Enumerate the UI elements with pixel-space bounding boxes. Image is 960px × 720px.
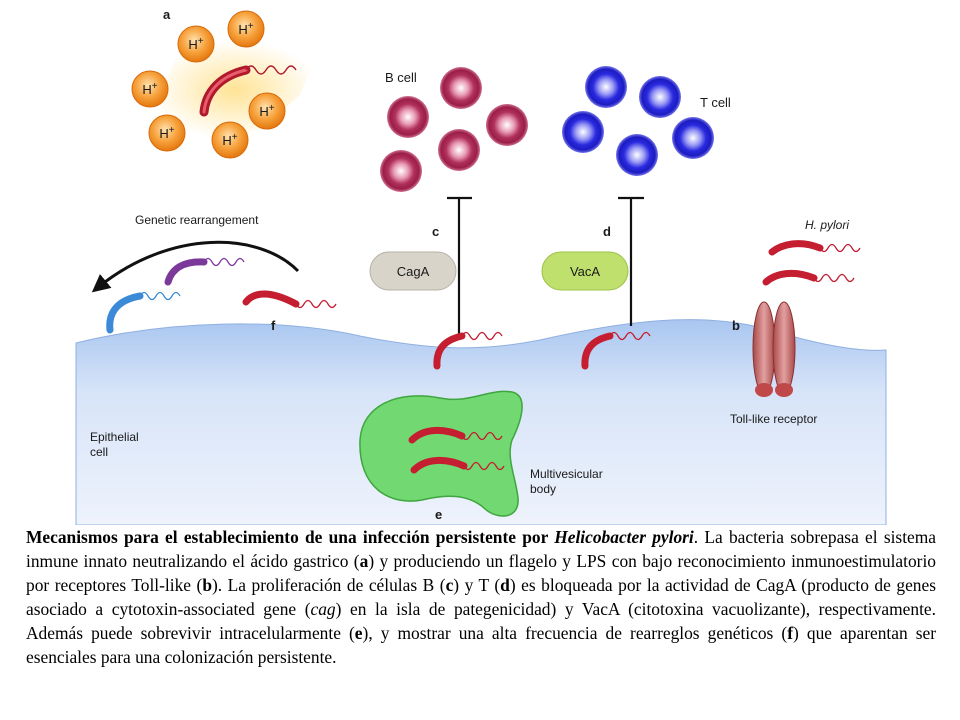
b-cell [387, 96, 429, 138]
h-proton: H+ [211, 121, 249, 159]
t-cell [562, 111, 604, 153]
b-cell [438, 129, 480, 171]
b-cell-cluster [380, 67, 528, 192]
caption-text: ) es bloqueada por la actividad de CagA … [26, 575, 936, 619]
inhibition-bar-d [618, 196, 644, 326]
t-cell [616, 134, 658, 176]
caption-text: ). La proliferación de células B ( [212, 575, 446, 595]
caption-text: ) y T ( [453, 575, 501, 595]
t-cell-label: T cell [700, 95, 731, 110]
h-proton: H+ [177, 25, 215, 63]
t-cell [585, 66, 627, 108]
toll-like-receptor-label: Toll-like receptor [730, 412, 817, 426]
epithelial-cell-label-line1: Epithelial [90, 430, 139, 444]
caption-ref-d: d [500, 575, 510, 595]
h-pylori-label: H. pylori [805, 218, 849, 232]
t-cell-cluster [562, 66, 714, 176]
vaca-pill [541, 251, 629, 291]
genetic-rearrangement-label: Genetic rearrangement [135, 213, 259, 227]
t-cell [639, 76, 681, 118]
figure-caption: Mecanismos para el establecimiento de un… [26, 525, 936, 669]
toll-like-receptor [752, 301, 796, 397]
caption-gene-cag: cag [310, 599, 336, 619]
svg-text:H+: H+ [238, 21, 253, 37]
b-cell [486, 104, 528, 146]
h-pylori-bacterium [408, 427, 503, 444]
caption-text: ), y mostrar una alta frecuencia de rear… [362, 623, 788, 643]
caption-title: Mecanismos para el establecimiento de un… [26, 527, 555, 547]
svg-text:H+: H+ [159, 125, 174, 141]
h-pylori-bacterium [199, 65, 297, 117]
h-proton: H+ [248, 92, 286, 130]
rearrangement-arrow [91, 240, 300, 293]
caption-ref-a: a [359, 551, 369, 571]
panel-label-d: d [603, 224, 611, 239]
h-pylori-bacterium [581, 331, 651, 370]
h-pylori-variant-blue [106, 291, 181, 334]
h-proton: H+ [131, 70, 169, 108]
svg-text:H+: H+ [259, 103, 274, 119]
caption-text: ) y produciendo un flagelo y LPS con baj… [26, 551, 936, 595]
h-pylori-variant-red [242, 290, 337, 309]
caption-ref-f: f [787, 623, 793, 643]
h-pylori-bacterium [762, 269, 855, 286]
h-pylori-bacterium [433, 331, 503, 370]
panel-label-e: e [435, 507, 442, 522]
h-pylori-variant-purple [164, 257, 245, 286]
caga-label: CagA [397, 264, 430, 279]
multivesicular-body-label-line2: body [530, 482, 556, 496]
panel-label-f: f [271, 318, 276, 333]
epithelial-cell-label-line2: cell [90, 445, 108, 459]
caption-text: ) en la isla de pategenicidad) y VacA (c… [26, 599, 936, 643]
h-proton: H+ [227, 10, 265, 48]
inhibition-bar-c [447, 196, 472, 338]
multivesicular-body [359, 390, 523, 517]
panel-label-c: c [432, 224, 439, 239]
caption-title-species: Helicobacter pylori [554, 527, 694, 547]
svg-text:H+: H+ [222, 132, 237, 148]
caption-ref-c: c [445, 575, 454, 595]
h-proton: H+ [148, 114, 186, 152]
vaca-label: VacA [570, 264, 600, 279]
caption-text: . La bacteria sobrepasa el sistema inmun… [26, 527, 936, 571]
acid-neutralization-group: H+ H+ H+ H+ H+ H+ [131, 10, 320, 159]
svg-text:H+: H+ [142, 81, 157, 97]
h-pylori-bacterium [768, 240, 861, 256]
svg-text:H+: H+ [188, 36, 203, 52]
caption-ref-e: e [354, 623, 363, 643]
h-pylori-bacterium [410, 457, 505, 474]
b-cell [380, 150, 422, 192]
caga-pill [369, 251, 457, 291]
b-cell [440, 67, 482, 109]
b-cell-label: B cell [385, 70, 417, 85]
caption-ref-b: b [202, 575, 212, 595]
panel-label-a: a [163, 7, 171, 22]
pathogenesis-diagram: H+ H+ H+ H+ H+ H+ a B cell T cell [75, 7, 887, 525]
t-cell [672, 117, 714, 159]
panel-label-b: b [732, 318, 740, 333]
caption-text: ) que aparentan ser esenciales para una … [26, 623, 936, 667]
multivesicular-body-label-line1: Multivesicular [530, 467, 603, 481]
